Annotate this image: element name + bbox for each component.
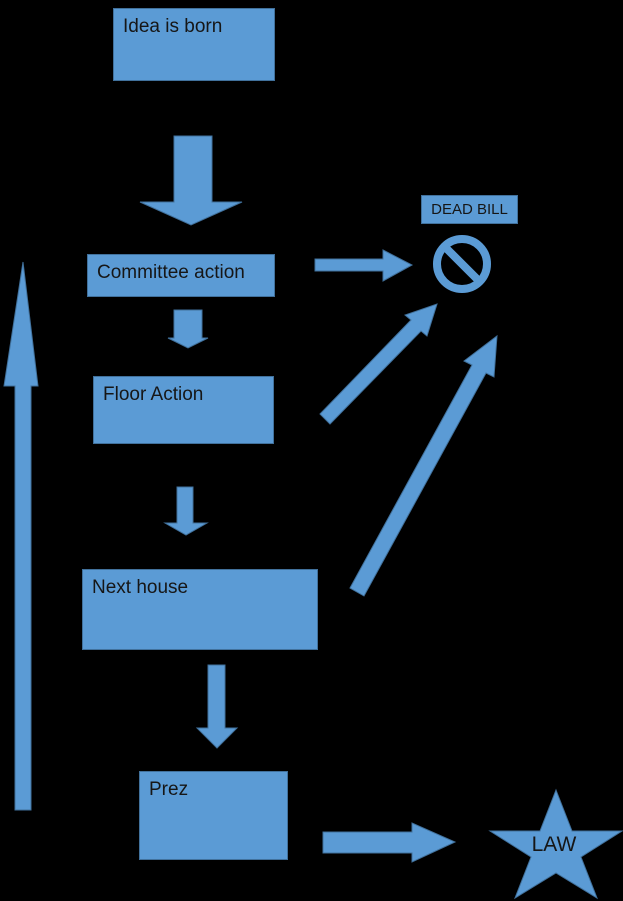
law-label-text: LAW [531,833,577,856]
arrow-prez-to-law [322,822,457,863]
star-icon [488,788,623,900]
arrow-return-up [3,261,39,811]
node-prez: Prez [139,771,288,860]
node-next-house: Next house [82,569,318,650]
node-committee-action-label: Committee action [97,262,245,283]
node-floor-action: Floor Action [93,376,274,444]
arrow-committee-to-deadbill [314,249,414,282]
arrow-committee-to-floor [167,309,209,349]
law-label: LAW [521,833,587,857]
node-dead-bill-label: DEAD BILL [431,201,508,218]
node-committee-action: Committee action [87,254,275,297]
node-next-house-label: Next house [92,577,189,598]
node-idea-is-born-label: Idea is born [123,16,223,37]
node-idea-is-born: Idea is born [113,8,275,81]
arrow-next-house-to-deadbill [349,334,498,597]
no-symbol-icon [433,235,491,293]
node-dead-bill: DEAD BILL [421,195,518,224]
node-prez-label: Prez [149,779,189,800]
arrow-next-house-to-prez [195,664,239,749]
arrow-idea-to-committee [139,135,243,226]
node-floor-action-label: Floor Action [103,384,204,405]
arrow-floor-to-deadbill [319,303,438,425]
arrow-floor-to-next-house [163,486,209,536]
